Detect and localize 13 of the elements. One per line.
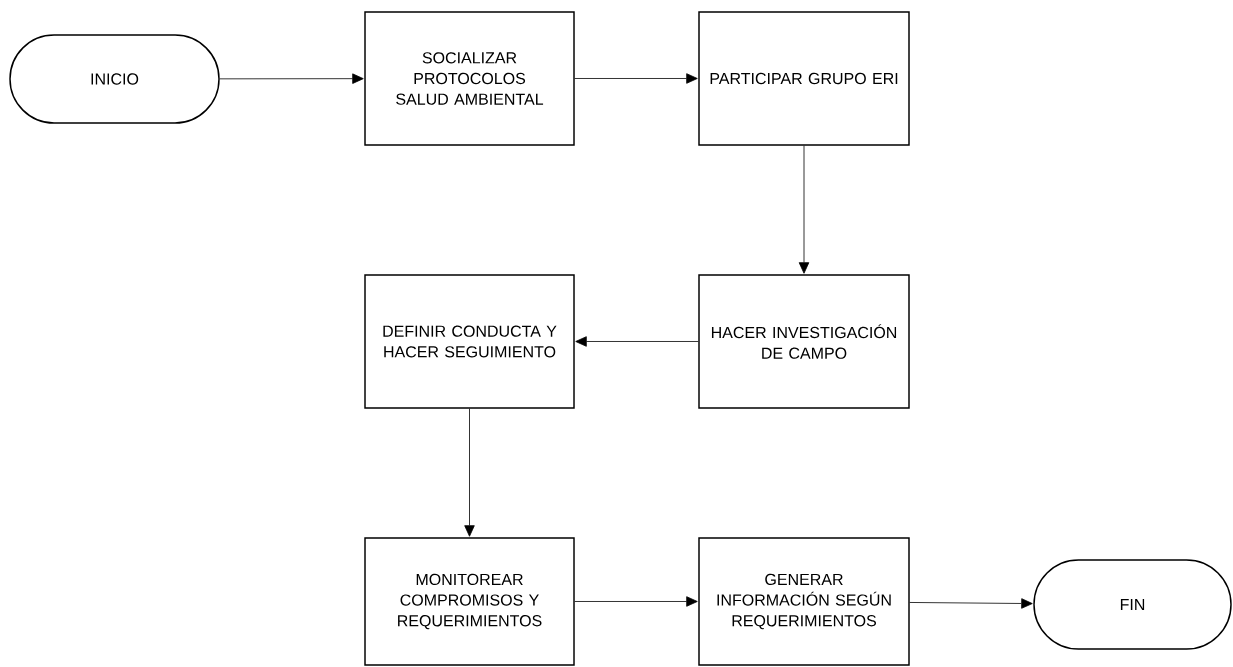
process-box: MONITOREAR COMPROMISOS Y REQUERIMIENTOS: [364, 537, 575, 666]
process-box: PARTICIPAR GRUPO ERI: [698, 11, 910, 146]
arrow: [909, 598, 1033, 609]
arrow: [464, 408, 475, 537]
arrow: [574, 73, 698, 84]
arrow: [798, 145, 810, 274]
arrow: [574, 596, 698, 607]
arrow: [219, 73, 364, 84]
arrow: [575, 336, 699, 347]
process-box: SOCIALIZAR PROTOCOLOS SALUD AMBIENTAL: [364, 11, 575, 146]
process-box: HACER INVESTIGACIÓN DE CAMPO: [698, 274, 910, 409]
process-box: DEFINIR CONDUCTA Y HACER SEGUIMIENTO: [364, 274, 575, 409]
process-box: GENERAR INFORMACIÓN SEGÚN REQUERIMIENTOS: [698, 537, 910, 666]
